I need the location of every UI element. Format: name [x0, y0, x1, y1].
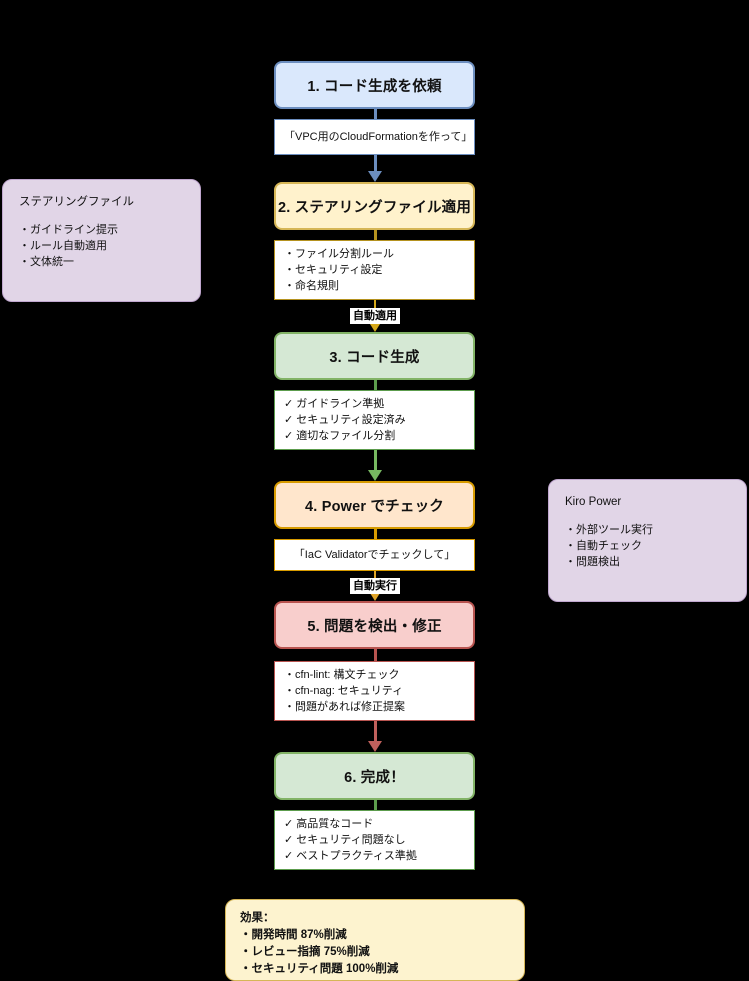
note-step-2: ・ファイル分割ルール ・セキュリティ設定 ・命名規則	[274, 240, 475, 300]
arrow-head	[368, 741, 382, 752]
panel-steering-files: ステアリングファイル ・ガイドライン提示 ・ルール自動適用 ・文体統一	[2, 179, 201, 302]
panel-results-summary: 効果： ・開発時間 87%削減 ・レビュー指摘 75%削減 ・セキュリティ問題 …	[225, 899, 525, 981]
node-step-1[interactable]: 1. コード生成を依頼	[274, 61, 475, 109]
node-step-5-label: 5. 問題を検出・修正	[307, 618, 442, 635]
note-step-6: ✓ 高品質なコード ✓ セキュリティ問題なし ✓ ベストプラクティス準拠	[274, 810, 475, 870]
arrow-shaft	[373, 450, 377, 470]
note-step-2-line-3: ・命名規則	[284, 280, 339, 292]
connector-step5-note5	[373, 649, 377, 661]
note-step-1: 「VPC用のCloudFormationを作って」	[274, 119, 475, 155]
note-step-3: ✓ ガイドライン準拠 ✓ セキュリティ設定済み ✓ 適切なファイル分割	[274, 390, 475, 450]
note-step-6-line-3: ✓ ベストプラクティス準拠	[284, 850, 417, 862]
connector-step4-note4	[373, 529, 377, 539]
connector-step2-note2	[373, 230, 377, 240]
arrow-head	[368, 171, 382, 182]
connector-step6-note6	[373, 800, 377, 810]
node-step-5[interactable]: 5. 問題を検出・修正	[274, 601, 475, 649]
note-step-2-line-2: ・セキュリティ設定	[284, 264, 383, 276]
note-step-1-line-1: 「VPC用のCloudFormationを作って」	[284, 131, 473, 143]
summary-line-1: ・開発時間 87%削減	[240, 929, 347, 941]
arrow-head	[368, 470, 382, 481]
node-step-2-label: 2. ステアリングファイル適用	[277, 199, 472, 216]
node-step-3[interactable]: 3. コード生成	[274, 332, 475, 380]
note-step-3-line-2: ✓ セキュリティ設定済み	[284, 414, 406, 426]
note-step-3-line-1: ✓ ガイドライン準拠	[284, 398, 385, 410]
panel-kiro-power-title: Kiro Power	[565, 496, 622, 508]
edge-label-auto-apply: 自動適用	[350, 308, 400, 324]
node-step-4-label: 4. Power でチェック	[305, 498, 444, 515]
panel-steering-line-1: ・ガイドライン提示	[19, 224, 118, 236]
note-step-5-line-1: ・cfn-lint: 構文チェック	[284, 669, 400, 681]
panel-kiro-power-line-2: ・自動チェック	[565, 540, 642, 552]
connector-step1-note1	[373, 109, 377, 119]
note-step-5-line-2: ・cfn-nag: セキュリティ	[284, 685, 404, 697]
note-step-6-line-1: ✓ 高品質なコード	[284, 818, 374, 830]
arrow-shaft	[373, 721, 377, 741]
node-step-4[interactable]: 4. Power でチェック	[274, 481, 475, 529]
node-step-2[interactable]: 2. ステアリングファイル適用	[274, 182, 475, 230]
arrow-shaft	[373, 155, 377, 171]
summary-heading: 効果：	[240, 912, 275, 924]
panel-kiro-power-line-3: ・問題検出	[565, 556, 620, 568]
note-step-4-line-1: 「IaC Validatorでチェックして」	[293, 549, 456, 561]
summary-line-3: ・セキュリティ問題 100%削減	[240, 963, 399, 975]
node-step-6-label: 6. 完成！	[344, 769, 405, 786]
panel-kiro-power: Kiro Power ・外部ツール実行 ・自動チェック ・問題検出	[548, 479, 747, 602]
panel-steering-line-2: ・ルール自動適用	[19, 240, 107, 252]
arrow-head	[370, 593, 380, 601]
node-step-1-label: 1. コード生成を依頼	[307, 78, 442, 95]
panel-kiro-power-line-1: ・外部ツール実行	[565, 524, 653, 536]
arrow-head	[370, 324, 380, 332]
summary-line-2: ・レビュー指摘 75%削減	[240, 946, 370, 958]
connector-step3-note3	[373, 380, 377, 390]
panel-steering-line-3: ・文体統一	[19, 256, 74, 268]
node-step-6[interactable]: 6. 完成！	[274, 752, 475, 800]
note-step-2-line-1: ・ファイル分割ルール	[284, 248, 394, 260]
edge-label-auto-run: 自動実行	[350, 578, 400, 594]
panel-steering-title: ステアリングファイル	[19, 196, 134, 208]
note-step-3-line-3: ✓ 適切なファイル分割	[284, 430, 396, 442]
note-step-6-line-2: ✓ セキュリティ問題なし	[284, 834, 406, 846]
node-step-3-label: 3. コード生成	[329, 349, 420, 366]
note-step-4: 「IaC Validatorでチェックして」	[274, 539, 475, 571]
note-step-5: ・cfn-lint: 構文チェック ・cfn-nag: セキュリティ ・問題があ…	[274, 661, 475, 721]
note-step-5-line-3: ・問題があれば修正提案	[284, 701, 405, 713]
